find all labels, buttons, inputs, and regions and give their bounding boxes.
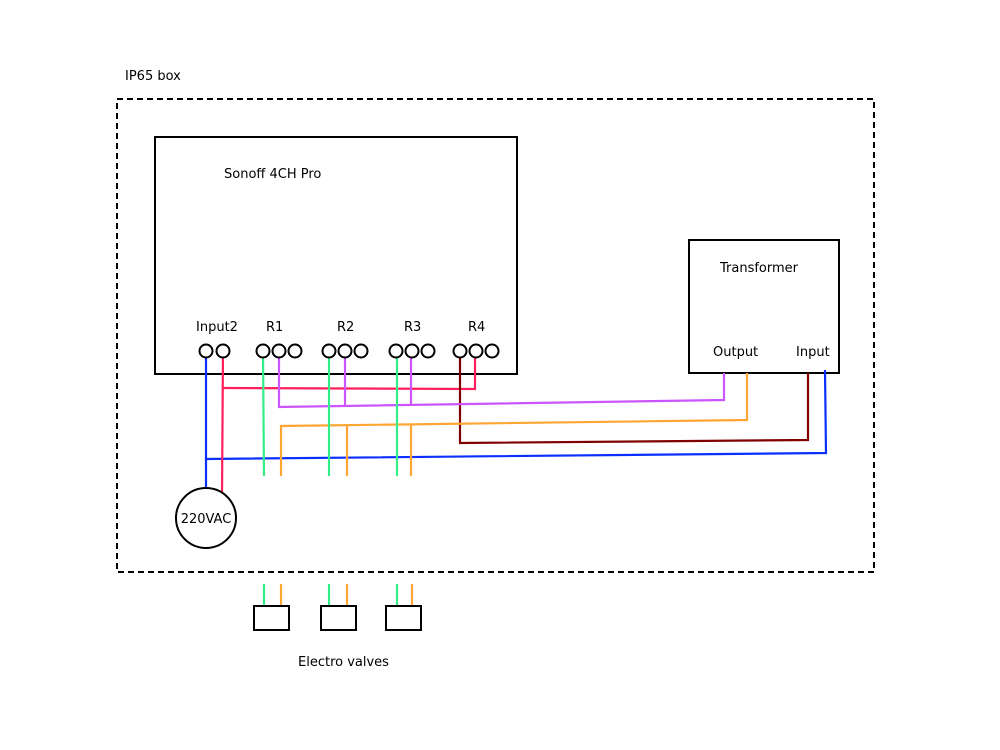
sonoff-module: [154, 136, 518, 375]
terminal-label-r1: R1: [266, 320, 283, 335]
terminal-r4-1: [452, 343, 468, 359]
wire-return-transformer-output: [279, 373, 749, 476]
terminal-label-r3: R3: [404, 320, 421, 335]
terminal-input2-2: [215, 343, 231, 359]
terminal-r2-2: [337, 343, 353, 359]
terminal-r2-3: [353, 343, 369, 359]
power-source: [175, 487, 237, 549]
wire-neutral-transformer: [205, 369, 828, 461]
transformer: [688, 239, 840, 374]
electro-valve-2: [320, 605, 357, 631]
electro-valve-1: [253, 605, 290, 631]
terminal-r1-1: [255, 343, 271, 359]
wire-r4-transformer-input: [458, 351, 810, 445]
sonoff-title: Sonoff 4CH Pro: [224, 167, 321, 182]
wire-phase-r4: [222, 351, 477, 391]
terminal-r4-2: [468, 343, 484, 359]
terminal-input2-1: [198, 343, 214, 359]
terminal-r4-3: [484, 343, 500, 359]
terminal-r1-3: [287, 343, 303, 359]
terminal-r3-1: [388, 343, 404, 359]
enclosure-label: IP65 box: [125, 69, 181, 84]
transformer-output-label: Output: [713, 345, 758, 360]
terminal-r3-3: [420, 343, 436, 359]
electro-valve-3: [385, 605, 422, 631]
terminal-r3-2: [404, 343, 420, 359]
transformer-title: Transformer: [719, 261, 799, 276]
ip65-enclosure: [116, 98, 875, 573]
wire-phase-input2: [220, 350, 225, 496]
terminal-r2-1: [321, 343, 337, 359]
terminal-label-input2: Input2: [196, 320, 238, 335]
sonoff-terminals: [198, 343, 500, 359]
terminal-label-r4: R4: [468, 320, 485, 335]
terminal-r1-2: [271, 343, 287, 359]
transformer-input-label: Input: [796, 345, 830, 360]
wire-common-transformer-output: [277, 351, 726, 409]
wire-feed-r1: [261, 350, 266, 477]
valves-label: Electro valves: [298, 655, 389, 670]
power-source-label: 220VAC: [181, 512, 232, 527]
terminal-label-r2: R2: [337, 320, 354, 335]
